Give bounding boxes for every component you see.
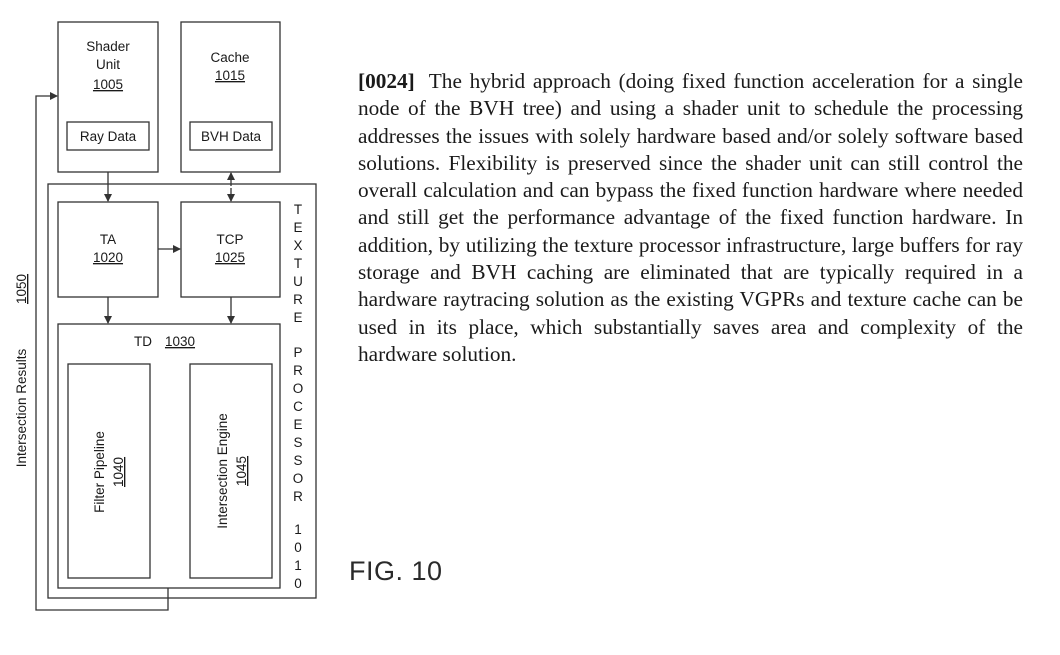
tp-digit: 1 [294, 558, 302, 573]
tp-digit: 1 [294, 522, 302, 537]
bvh-data-label: BVH Data [201, 129, 262, 144]
tp-digit: 0 [294, 576, 302, 591]
tp-letter: O [293, 471, 304, 486]
shader-unit-block: Shader Unit 1005 Ray Data [57, 21, 159, 173]
shader-unit-ref: 1005 [93, 77, 123, 92]
cache-ref: 1015 [215, 68, 245, 83]
shader-unit-name-2: Unit [96, 57, 120, 72]
tp-letter: X [293, 238, 302, 253]
ray-data-box [66, 121, 150, 151]
tp-letter: R [293, 292, 303, 307]
paragraph-number: [0024] [358, 69, 415, 93]
tp-letter: R [293, 363, 303, 378]
ray-data-label: Ray Data [80, 129, 137, 144]
filter-pipeline-name: Filter Pipeline [92, 431, 107, 513]
filter-pipeline-ref: 1040 [111, 457, 126, 487]
tp-digit: 0 [294, 540, 302, 555]
tp-letter: E [293, 220, 302, 235]
intersection-engine-block: Intersection Engine 1045 [189, 363, 273, 579]
figure-label: FIG. 10 [349, 556, 443, 586]
ta-ref: 1020 [93, 250, 123, 265]
ta-block: TA 1020 [57, 201, 159, 298]
paragraph: [0024]The hybrid approach (doing fixed f… [358, 68, 1023, 368]
td-ref: 1030 [165, 334, 195, 349]
tcp-name: TCP [217, 232, 244, 247]
tcp-block: TCP 1025 [180, 201, 281, 298]
intersection-engine-name: Intersection Engine [215, 413, 230, 529]
tp-letter: R [293, 489, 303, 504]
shader-unit-name: Shader [86, 39, 130, 54]
cache-block: Cache 1015 BVH Data [180, 21, 281, 173]
intersection-engine-ref: 1045 [234, 456, 249, 486]
tp-letter: T [294, 202, 302, 217]
intersection-results-loop [35, 92, 169, 611]
tp-letter: E [293, 310, 302, 325]
intersection-results-ref: 1050 [14, 274, 29, 304]
ta-name: TA [100, 232, 116, 247]
filter-pipeline-block: Filter Pipeline 1040 [67, 363, 151, 579]
texture-processor-label: T E X T U R E P R O C E S S O R 1 0 1 0 [293, 202, 304, 591]
tp-letter: T [294, 256, 302, 271]
tp-letter: U [293, 274, 303, 289]
tp-letter: P [293, 345, 302, 360]
td-name: TD [134, 334, 152, 349]
block-diagram: Shader Unit 1005 Ray Data Cache 1015 BVH… [14, 21, 317, 611]
intersection-results-name: Intersection Results [14, 348, 29, 467]
tp-letter: S [293, 453, 302, 468]
bvh-data-box [189, 121, 273, 151]
tcp-ref: 1025 [215, 250, 245, 265]
tp-letter: O [293, 381, 304, 396]
paragraph-text: The hybrid approach (doing fixed functio… [358, 69, 1023, 366]
tp-letter: E [293, 417, 302, 432]
cache-name: Cache [210, 50, 249, 65]
tp-letter: C [293, 399, 303, 414]
tp-letter: S [293, 435, 302, 450]
